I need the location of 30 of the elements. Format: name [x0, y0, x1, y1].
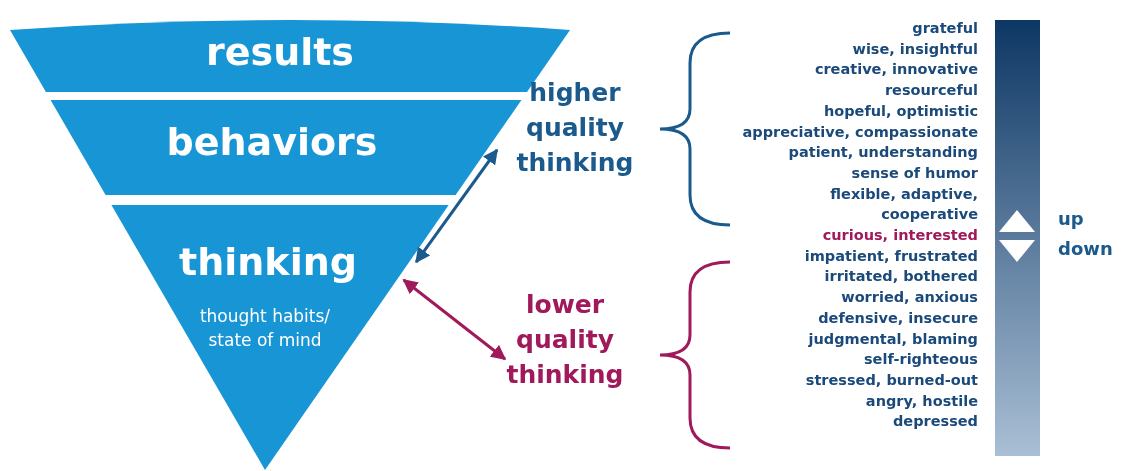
quality-label: lower quality thinking	[495, 287, 635, 392]
emotion-word: curious, interested	[821, 226, 978, 246]
band-title: results	[205, 30, 355, 74]
emotion-word: angry, hostile	[864, 391, 978, 411]
band-title: thinking	[178, 240, 358, 284]
emotion-word: cooperative	[880, 205, 978, 225]
emotion-word: judgmental, blaming	[807, 329, 978, 349]
emotion-word: grateful	[911, 19, 978, 38]
scale-label: up	[1058, 208, 1084, 229]
emotion-word: resourceful	[883, 81, 978, 101]
band-subtitle: thought habits/ state of mind	[198, 305, 332, 352]
band-title: behaviors	[165, 120, 379, 164]
quality-label: higher quality thinking	[505, 75, 645, 180]
emotion-word: irritated, bothered	[823, 267, 978, 287]
emotion-word: defensive, insecure	[817, 308, 978, 328]
emotion-word: impatient, frustrated	[803, 246, 978, 266]
emotion-word: appreciative, compassionate	[742, 122, 978, 142]
emotion-word: sense of humor	[850, 163, 978, 183]
emotion-word: wise, insightful	[851, 39, 978, 59]
emotion-word: self-righteous	[863, 350, 978, 370]
double-arrow	[402, 278, 507, 361]
double-arrow	[414, 148, 499, 264]
emotion-word: stressed, burned-out	[804, 370, 978, 390]
emotion-word: flexible, adaptive,	[829, 184, 978, 204]
emotion-word: worried, anxious	[840, 288, 978, 308]
emotion-word: patient, understanding	[787, 143, 978, 163]
emotion-word: depressed	[891, 412, 978, 432]
emotion-word: hopeful, optimistic	[822, 101, 978, 121]
scale-label: down	[1058, 238, 1113, 259]
emotion-word: creative, innovative	[813, 60, 978, 80]
